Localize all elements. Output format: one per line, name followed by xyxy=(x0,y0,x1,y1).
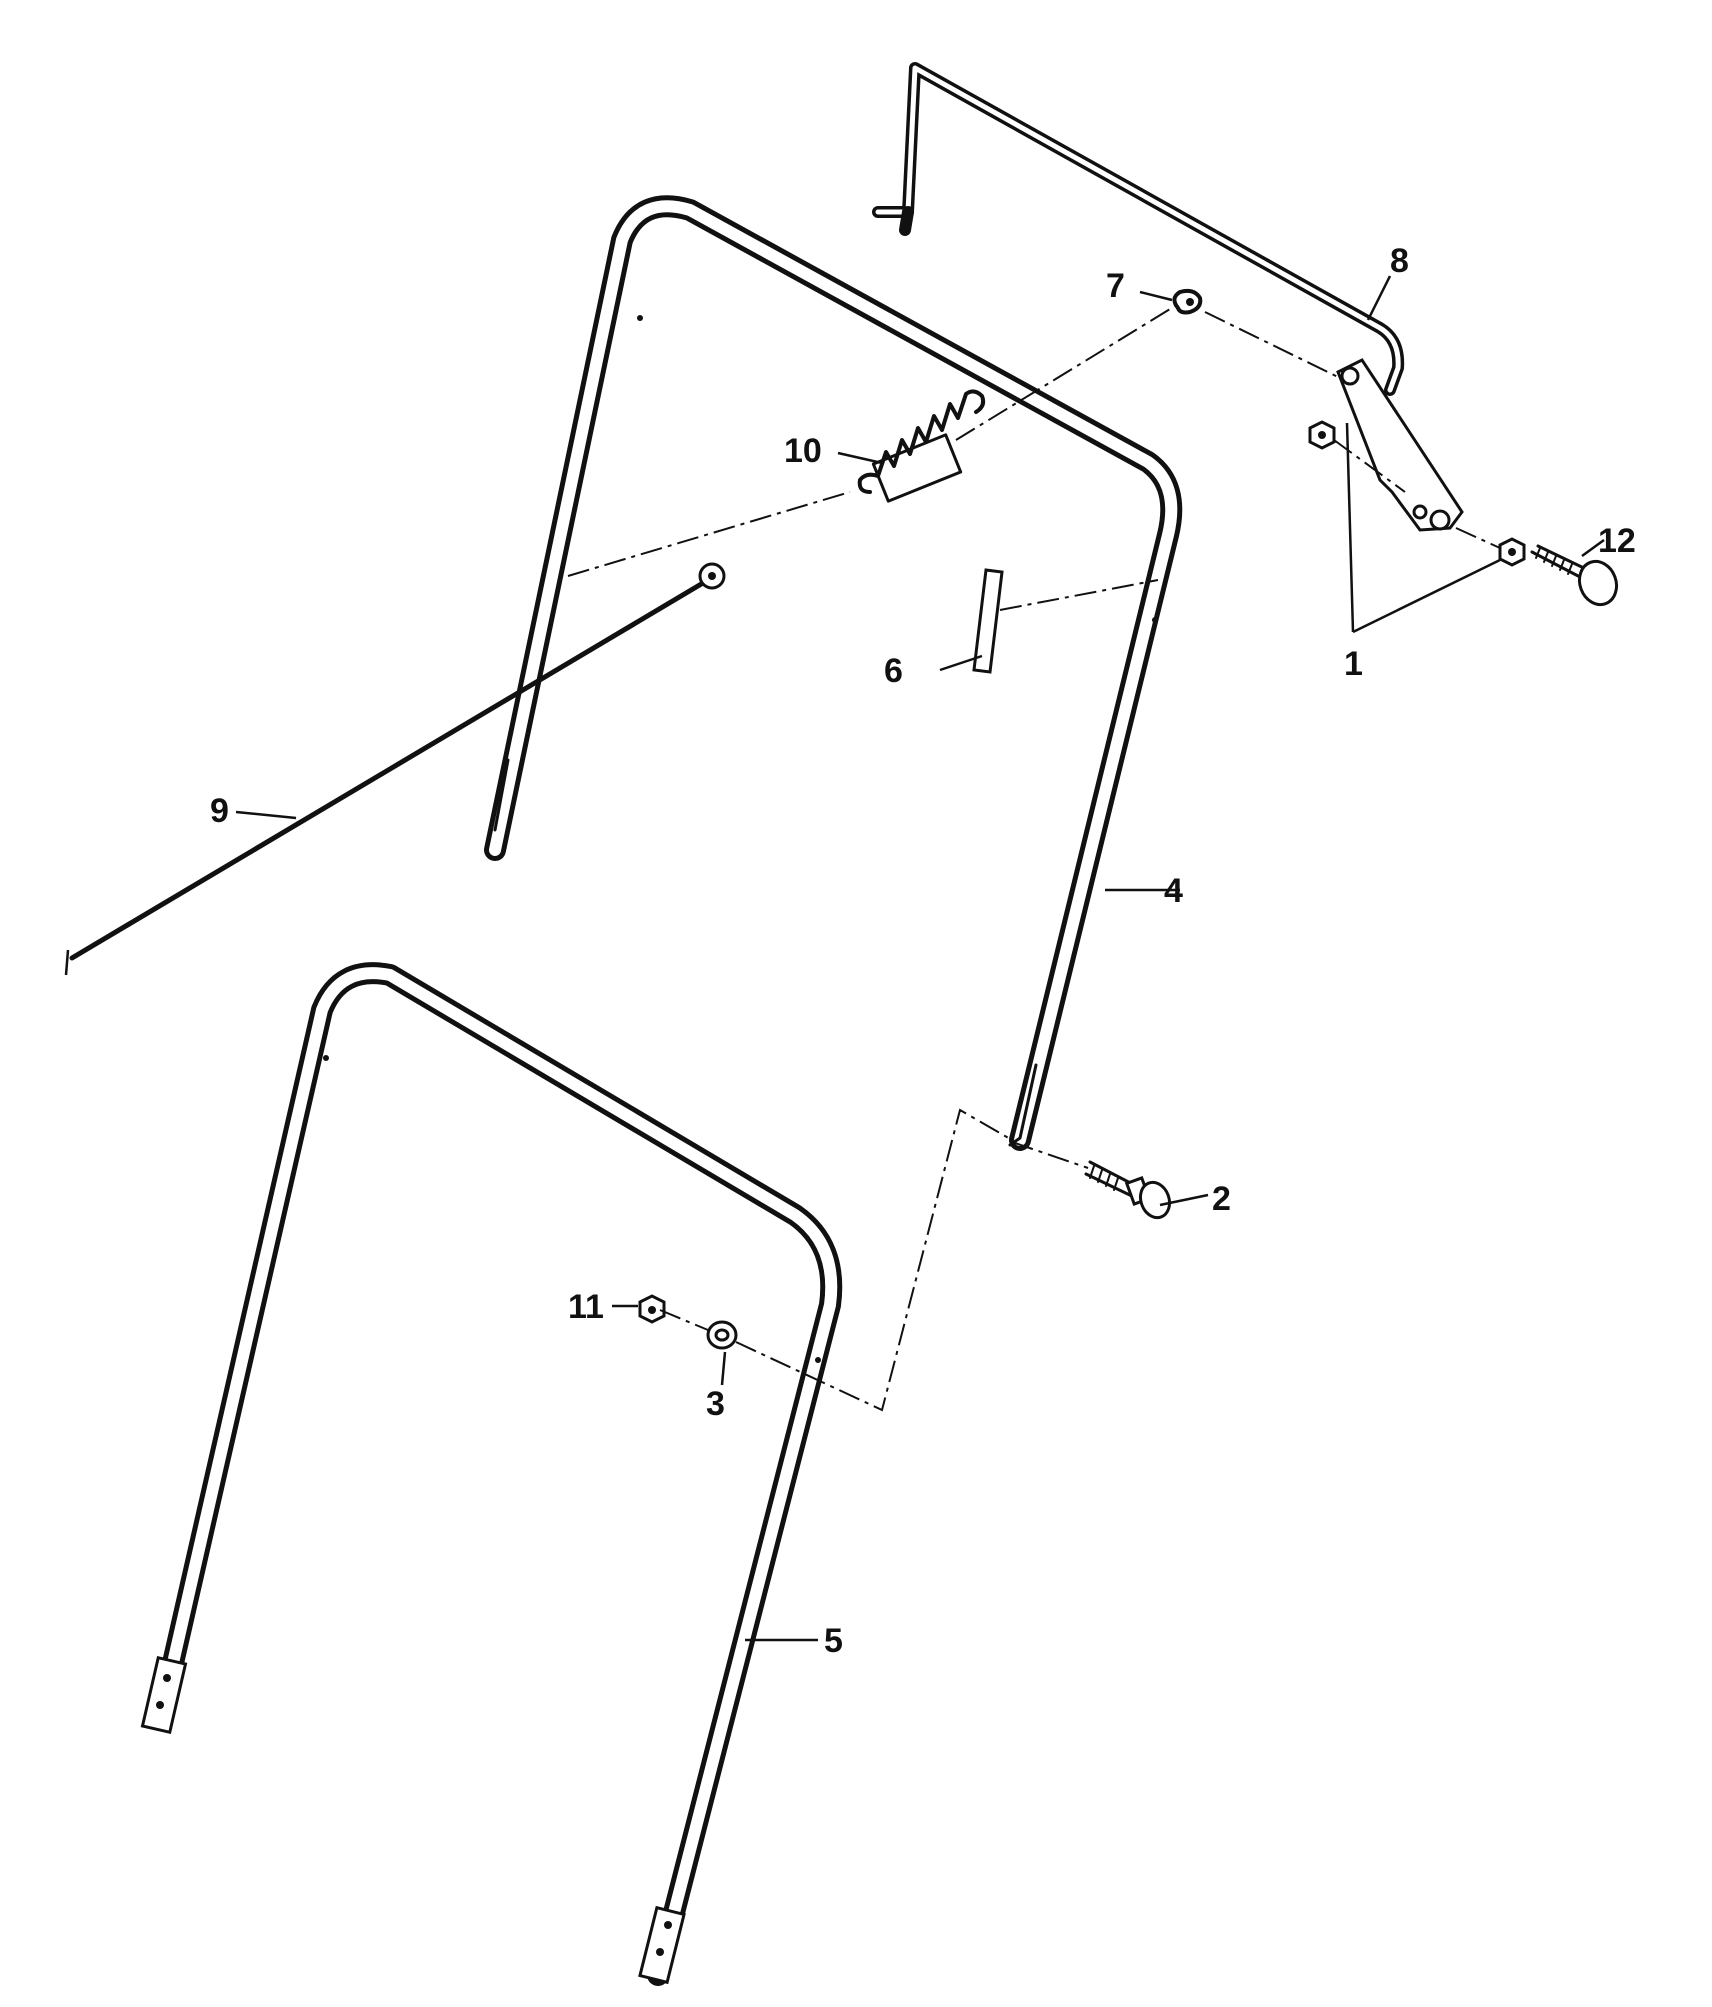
label-strip-part-6 xyxy=(972,568,1004,674)
callout-9: 9 xyxy=(210,792,229,830)
callout-11: 11 xyxy=(568,1288,604,1326)
spring-part-10 xyxy=(857,389,986,503)
leader-lines xyxy=(235,275,1605,1642)
callout-5: 5 xyxy=(824,1622,843,1660)
callout-3: 3 xyxy=(706,1385,725,1423)
carriage-bolt-part-2 xyxy=(1084,1160,1172,1220)
callout-2: 2 xyxy=(1212,1180,1231,1218)
callout-8: 8 xyxy=(1390,242,1409,280)
lower-handle-part-5 xyxy=(140,962,843,1986)
control-lever-bracket xyxy=(1336,358,1464,532)
callout-10: 10 xyxy=(784,432,822,470)
callout-7: 7 xyxy=(1106,267,1125,305)
callout-4: 4 xyxy=(1164,872,1183,910)
clip-part-7 xyxy=(1172,288,1203,315)
callout-numbers: 1 2 3 4 5 6 7 8 9 10 11 12 xyxy=(210,242,1636,1660)
bolt-part-12 xyxy=(1530,544,1619,607)
upper-handle-part-4 xyxy=(484,195,1183,1151)
callout-6: 6 xyxy=(884,652,903,690)
callout-12: 12 xyxy=(1598,522,1636,560)
callout-1: 1 xyxy=(1344,645,1363,683)
control-cable-part-9 xyxy=(64,562,726,976)
locknut-part-1-upper xyxy=(1308,420,1336,450)
assembly-centerlines xyxy=(567,305,1501,1412)
control-bail-part-8 xyxy=(872,62,1405,396)
locknut-part-1-lower xyxy=(1498,537,1526,567)
nut-part-11 xyxy=(638,1294,666,1324)
washer-part-3 xyxy=(706,1320,738,1350)
